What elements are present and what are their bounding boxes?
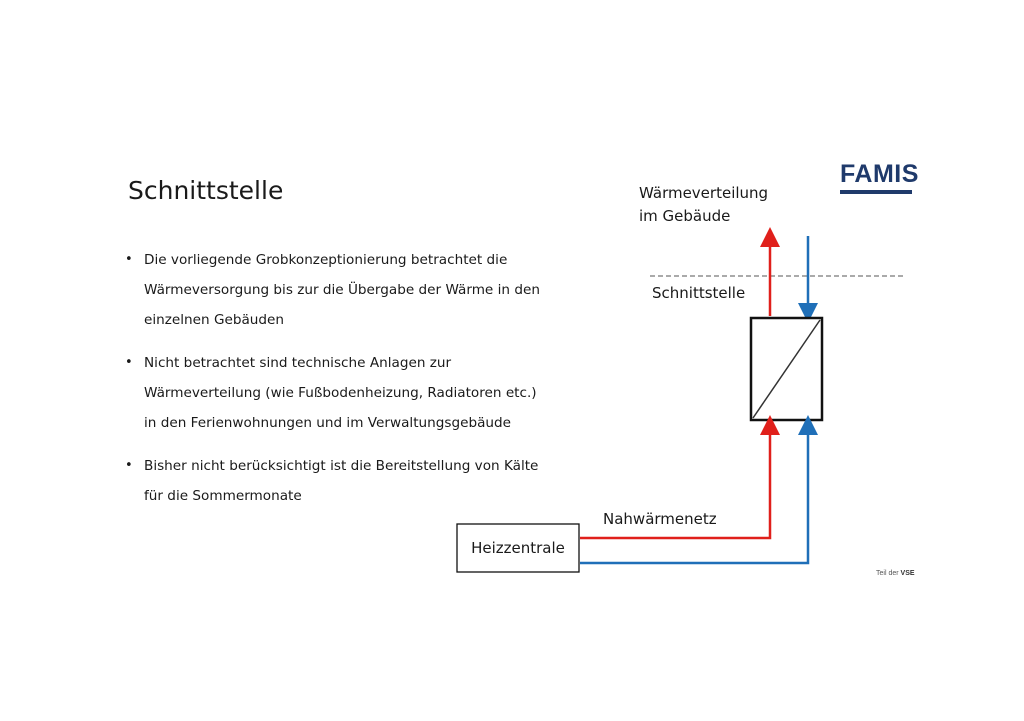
bullet-line: Die vorliegende Grobkonzeptionierung bet… [144,252,508,268]
logo-text: FAMIS [840,160,919,188]
distribution-label-line1: Wärmeverteilung [639,184,769,202]
bullet-line: für die Sommermonate [144,488,302,504]
bullet-line: in den Ferienwohnungen und im Verwaltung… [144,415,512,431]
slide-title: Schnittstelle [128,176,284,205]
famis-logo: FAMIS [840,160,919,194]
footer-brand: VSE [900,570,915,577]
bullet-line: Bisher nicht berücksichtigt ist die Bere… [144,458,539,474]
bullet-line: einzelnen Gebäuden [144,312,285,328]
logo-underline [840,190,912,194]
heat-exchanger-diagonal [752,319,821,419]
bullet-icon: • [125,252,133,267]
bullet-icon: • [125,355,133,370]
heating-plant-box [456,523,580,573]
return-pipe-network [580,415,818,565]
bullet-list: • Die vorliegende Grobkonzeptionierung b… [122,245,562,524]
bullet-item: • Nicht betrachtet sind technische Anlag… [122,348,562,438]
footer-prefix: Teil der [876,570,899,577]
distribution-label-line2: im Gebäude [639,207,731,225]
bullet-line: Wärmeverteilung (wie Fußbodenheizung, Ra… [144,385,537,401]
bullet-line: Nicht betrachtet sind technische Anlagen… [144,355,452,371]
network-label: Nahwärmenetz [603,510,717,528]
supply-pipe-network [580,415,780,540]
heating-plant-label: Heizzentrale [471,539,565,557]
bullet-icon: • [125,458,133,473]
interface-label: Schnittstelle [652,284,746,302]
bullet-line: Wärmeversorgung bis zur die Übergabe der… [144,282,540,298]
footer-note: Teil der VSE [876,570,915,577]
bullet-item: • Bisher nicht berücksichtigt ist die Be… [122,451,562,511]
bullet-item: • Die vorliegende Grobkonzeptionierung b… [122,245,562,335]
